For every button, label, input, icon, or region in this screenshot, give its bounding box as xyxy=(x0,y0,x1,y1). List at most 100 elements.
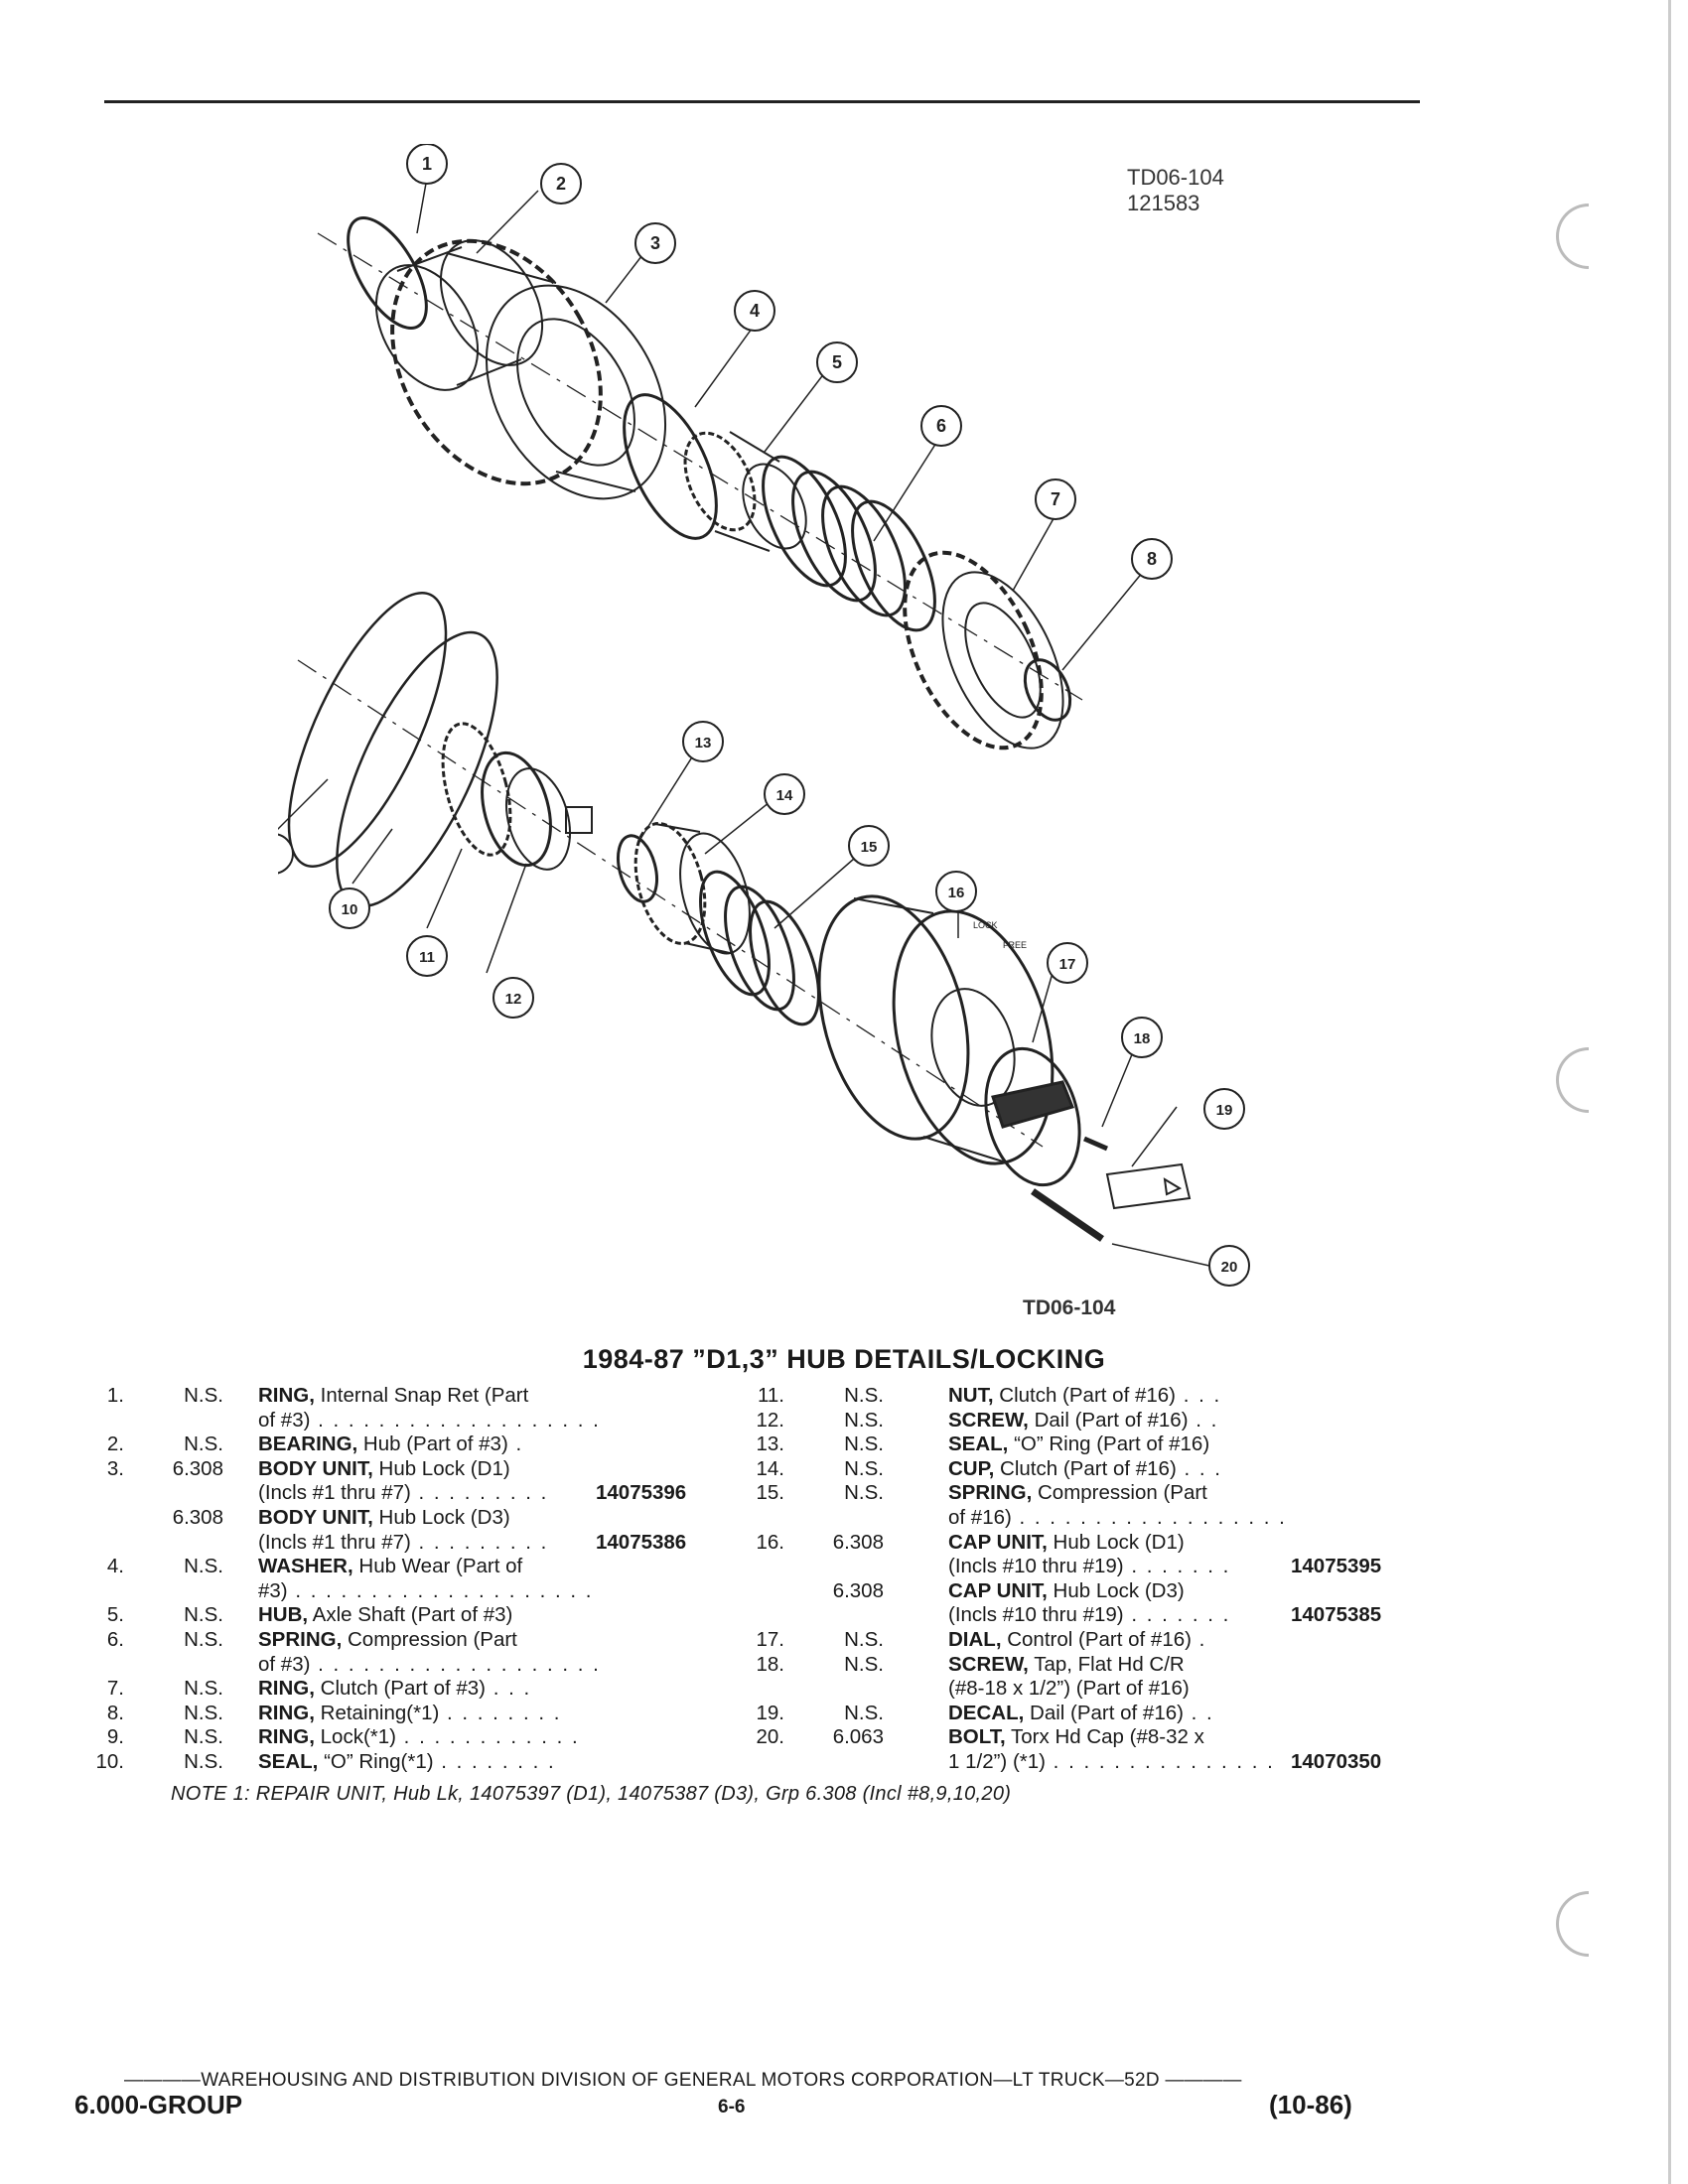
decal-arrow-icon xyxy=(1163,1177,1183,1196)
item-detail-continued: (Incls #1 thru #7) xyxy=(258,1530,411,1554)
item-detail-continued: (#8-18 x 1/2”) (Part of #16) xyxy=(948,1677,1190,1701)
item-detail-continued: of #3) xyxy=(258,1408,311,1432)
part-entry: 11.N.S.NUT, Clutch (Part of #16) . . . xyxy=(755,1384,1410,1409)
footer-date: (10-86) xyxy=(1269,2090,1352,2119)
item-detail: Hub Lock (D3) xyxy=(372,1505,510,1529)
item-detail: Torx Hd Cap (#8-32 x xyxy=(1005,1725,1204,1749)
item-detail: Hub Lock (D3) xyxy=(1047,1578,1185,1602)
item-description-continued: of #3) . . . . . . . . . . . . . . . . .… xyxy=(258,1653,601,1678)
group-number: N.S. xyxy=(184,1701,223,1724)
item-number: 7. xyxy=(106,1677,124,1701)
part-number: 14070350 xyxy=(1291,1749,1382,1773)
item-detail: Clutch (Part of #16) xyxy=(994,1456,1177,1480)
item-detail: Hub Lock (D1) xyxy=(372,1456,510,1480)
part-entry: 5.N.S.HUB, Axle Shaft (Part of #3) xyxy=(94,1603,740,1628)
item-detail: Dail (Part of #16) xyxy=(1024,1701,1184,1724)
svg-text:14: 14 xyxy=(776,787,793,804)
control-dial-part xyxy=(984,1046,1081,1187)
leader-dots: . xyxy=(1191,1627,1207,1651)
leader-dots: . . . xyxy=(1176,1384,1222,1407)
leader-dots: . . . xyxy=(1176,1456,1222,1480)
item-detail: Hub Wear (Part of xyxy=(352,1555,523,1578)
svg-text:19: 19 xyxy=(1216,1102,1233,1119)
item-number: 20. xyxy=(756,1725,785,1749)
leader-dots: . . . . . . . xyxy=(1123,1603,1231,1627)
item-number: 19. xyxy=(756,1701,785,1724)
part-entry: 14.N.S.CUP, Clutch (Part of #16) . . . xyxy=(755,1457,1410,1482)
item-name: NUT, xyxy=(948,1384,994,1407)
group-number: N.S. xyxy=(184,1627,223,1651)
item-detail: Lock(*1) xyxy=(314,1725,396,1749)
item-name: RING, xyxy=(258,1677,315,1701)
item-description: SEAL, “O” Ring (Part of #16) xyxy=(948,1433,1209,1457)
leader-dots: . . . . . . . . xyxy=(433,1749,556,1773)
group-number: N.S. xyxy=(844,1456,884,1480)
item-number: 10. xyxy=(95,1749,125,1773)
item-number: 2. xyxy=(106,1433,124,1456)
item-detail-continued: (Incls #10 thru #19) xyxy=(948,1603,1124,1627)
leader-dots: . . . . . . . . . . . . xyxy=(395,1725,580,1749)
item-description: CAP UNIT, Hub Lock (D1) xyxy=(948,1531,1185,1556)
item-description: BODY UNIT, Hub Lock (D3) xyxy=(258,1506,510,1531)
item-name: SPRING, xyxy=(948,1481,1033,1505)
callout-18: 18 xyxy=(1121,1017,1163,1058)
leader-dots: . . . . . . . . . xyxy=(410,1530,549,1554)
item-detail-continued: 1 1/2”) (*1) xyxy=(948,1749,1046,1773)
retaining-ring-part xyxy=(1023,658,1072,722)
item-detail-continued: #3) xyxy=(258,1578,288,1602)
callout-8: 8 xyxy=(1131,538,1173,580)
figure-reference-top: TD06-104 121583 xyxy=(1127,165,1224,216)
item-detail-continued: of #16) xyxy=(948,1505,1012,1529)
item-detail-continued: (Incls #1 thru #7) xyxy=(258,1481,411,1505)
footer-group: 6.000-GROUP xyxy=(74,2090,243,2119)
item-description: DECAL, Dail (Part of #16) . . xyxy=(948,1702,1214,1726)
item-detail-continued: of #3) xyxy=(258,1652,311,1676)
item-name: RING, xyxy=(258,1701,315,1724)
bearing-part xyxy=(374,239,544,391)
item-description-continued: (Incls #10 thru #19) . . . . . . . xyxy=(948,1555,1230,1579)
part-entry: 8.N.S.RING, Retaining(*1) . . . . . . . … xyxy=(94,1702,740,1726)
part-number: 14075386 xyxy=(596,1530,687,1554)
item-detail: Control (Part of #16) xyxy=(1001,1627,1192,1651)
group-number: N.S. xyxy=(184,1555,223,1578)
figure-reference-bottom: TD06-104 xyxy=(1023,1297,1116,1319)
callout-7: 7 xyxy=(1035,478,1076,520)
item-description-continued: (Incls #1 thru #7) . . . . . . . . . xyxy=(258,1531,548,1556)
callout-20: 20 xyxy=(1208,1245,1250,1287)
item-detail: Axle Shaft (Part of #3) xyxy=(308,1603,513,1627)
item-detail: Hub Lock (D1) xyxy=(1047,1530,1185,1554)
item-number: 1. xyxy=(106,1384,124,1407)
group-number: 6.063 xyxy=(832,1725,884,1749)
item-description-continued: of #16) . . . . . . . . . . . . . . . . … xyxy=(948,1506,1287,1531)
item-detail: “O” Ring (Part of #16) xyxy=(1008,1433,1210,1456)
callout-9: 9 xyxy=(278,833,294,875)
callout-16: 16 xyxy=(935,871,977,912)
group-number: N.S. xyxy=(184,1749,223,1773)
item-number: 17. xyxy=(756,1627,785,1651)
item-name: CAP UNIT, xyxy=(948,1578,1048,1602)
dial-screw-part xyxy=(481,751,593,871)
group-number: N.S. xyxy=(844,1652,884,1676)
callout-5: 5 xyxy=(816,341,858,383)
group-number: N.S. xyxy=(184,1603,223,1627)
item-name: BODY UNIT, xyxy=(258,1456,373,1480)
item-description: RING, Retaining(*1) . . . . . . . . xyxy=(258,1702,561,1726)
callout-11: 11 xyxy=(406,935,448,977)
group-number: N.S. xyxy=(844,1481,884,1505)
item-name: SEAL, xyxy=(258,1749,319,1773)
item-detail: “O” Ring(*1) xyxy=(318,1749,434,1773)
item-name: DIAL, xyxy=(948,1627,1002,1651)
lock-ring-part xyxy=(287,592,448,868)
item-detail: Dail (Part of #16) xyxy=(1028,1408,1189,1432)
leader-dots: . . . . . . . . . . . . . . . . . . xyxy=(1011,1505,1287,1529)
leader-dots: . . . . . . . . . . . . . . . . . . . xyxy=(310,1652,601,1676)
item-description: HUB, Axle Shaft (Part of #3) xyxy=(258,1603,512,1628)
dial-lock-text: LOCK xyxy=(973,920,998,930)
part-entry: 19.N.S.DECAL, Dail (Part of #16) . . xyxy=(755,1702,1410,1726)
item-detail-continued: (Incls #10 thru #19) xyxy=(948,1555,1124,1578)
item-description: BODY UNIT, Hub Lock (D1) xyxy=(258,1457,510,1482)
item-number: 14. xyxy=(756,1456,785,1480)
